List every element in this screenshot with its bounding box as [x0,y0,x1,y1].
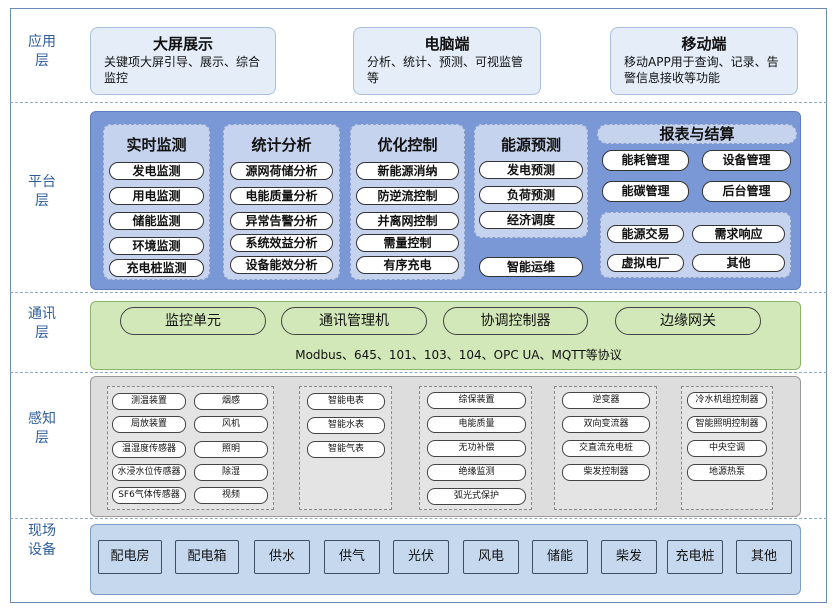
sense-item: 智能气表 [307,441,385,458]
reports-group: 报表与结算 [597,124,797,144]
layer-divider [10,292,827,293]
sense-item: 柴发控制器 [562,464,650,481]
app-big-screen-box: 大屏展示 关键项大屏引导、展示、综合监控 [90,27,276,95]
sense-item: 照明 [194,441,268,458]
reports-item: 能耗管理 [602,150,689,171]
realtime-title: 实时监测 [126,136,187,154]
layer-divider [10,102,827,103]
control-item: 防逆流控制 [356,187,459,205]
forecast-item: 负荷预测 [479,186,583,204]
app-pc-box: 电脑端 分析、统计、预测、可视监管等 [353,27,541,95]
app-pc-desc: 分析、统计、预测、可视监管等 [367,55,524,85]
control-item: 需量控制 [356,234,459,252]
control-title: 优化控制 [377,136,438,154]
forecast-item: 经济调度 [479,211,583,229]
sense-item: 除湿 [194,464,268,481]
comm-item: 边缘网关 [615,307,761,335]
sense-item: 双向变流器 [562,416,650,433]
reports-sub-item: 虚拟电厂 [607,254,684,272]
analysis-title: 统计分析 [251,136,312,154]
field-item: 充电桩 [667,540,723,574]
app-mobile-box: 移动端 移动APP用于查询、记录、告警信息接收等功能 [610,27,798,95]
sense-item: 交直流充电桩 [562,440,650,457]
sense-item: SF6气体传感器 [112,487,186,504]
sense-item: 电能质量 [427,416,526,433]
sense-item: 智能水表 [307,417,385,434]
app-big-screen-desc: 关键项大屏引导、展示、综合监控 [104,55,261,85]
realtime-item: 充电桩监测 [109,259,204,277]
forecast-title: 能源预测 [500,136,561,154]
sense-item: 局放装置 [112,416,186,433]
sense-item: 水浸水位传感器 [112,464,186,481]
forecast-item: 发电预测 [479,161,583,179]
sense-item: 风机 [194,416,268,433]
realtime-item: 环境监测 [109,237,204,255]
layer-label-platform: 平台层 [28,174,56,209]
comm-item: 通讯管理机 [281,307,427,335]
realtime-item: 用电监测 [109,187,204,205]
layer-label-app: 应用层 [28,34,56,69]
field-item: 光伏 [393,540,449,574]
comm-item: 监控单元 [120,307,266,335]
analysis-item: 系统效益分析 [230,234,333,252]
control-item: 新能源消纳 [356,162,459,180]
layer-label-sense: 感知层 [28,411,56,446]
realtime-item: 储能监测 [109,212,204,230]
sense-item: 冷水机组控制器 [687,392,767,409]
sense-item: 智能照明控制器 [687,416,767,433]
reports-item: 能碳管理 [602,181,689,202]
app-mobile-title: 移动端 [681,35,727,53]
field-item: 储能 [532,540,588,574]
reports-title: 报表与结算 [659,125,735,143]
sense-item: 综保装置 [427,392,526,409]
layer-divider [10,372,827,373]
reports-sub-item: 其他 [692,254,785,272]
comm-item: 协调控制器 [443,307,588,335]
field-item: 供气 [324,540,380,574]
sense-item: 烟感 [194,393,268,410]
reports-item: 设备管理 [702,150,791,171]
sense-item: 视频 [194,487,268,504]
control-item: 有序充电 [356,256,459,274]
sense-item: 地源热泵 [687,464,767,481]
sense-item: 智能电表 [307,393,385,410]
reports-sub-item: 能源交易 [607,225,684,243]
sense-item: 绝缘监测 [427,464,526,481]
sense-item: 逆变器 [562,392,650,409]
layer-label-comm: 通讯层 [28,306,56,341]
sense-item: 无功补偿 [427,440,526,457]
comm-protocol: Modbus、645、101、103、104、OPC UA、MQTT等协议 [295,348,622,362]
control-item: 并离网控制 [356,212,459,230]
reports-sub-item: 需求响应 [692,225,785,243]
sense-item: 测温装置 [112,393,186,410]
analysis-item: 电能质量分析 [230,187,333,205]
layer-divider [10,518,827,519]
realtime-item: 发电监测 [109,162,204,180]
field-item: 风电 [463,540,519,574]
smart-ops-item: 智能运维 [479,257,583,277]
sense-item: 温湿度传感器 [112,441,186,458]
sense-item: 弧光式保护 [427,488,526,505]
app-mobile-desc: 移动APP用于查询、记录、告警信息接收等功能 [624,55,779,85]
app-big-screen-title: 大屏展示 [152,35,213,53]
layer-label-field: 现场设备 [28,523,56,558]
analysis-item: 源网荷储分析 [230,162,333,180]
analysis-item: 异常告警分析 [230,212,333,230]
app-pc-title: 电脑端 [424,35,470,53]
field-item: 配电房 [98,540,162,574]
field-item: 供水 [254,540,310,574]
field-item: 其他 [736,540,792,574]
sense-item: 中央空调 [687,440,767,457]
analysis-item: 设备能效分析 [230,256,333,274]
architecture-frame [10,8,827,603]
field-item: 柴发 [601,540,657,574]
reports-item: 后台管理 [702,181,791,202]
field-item: 配电箱 [175,540,239,574]
